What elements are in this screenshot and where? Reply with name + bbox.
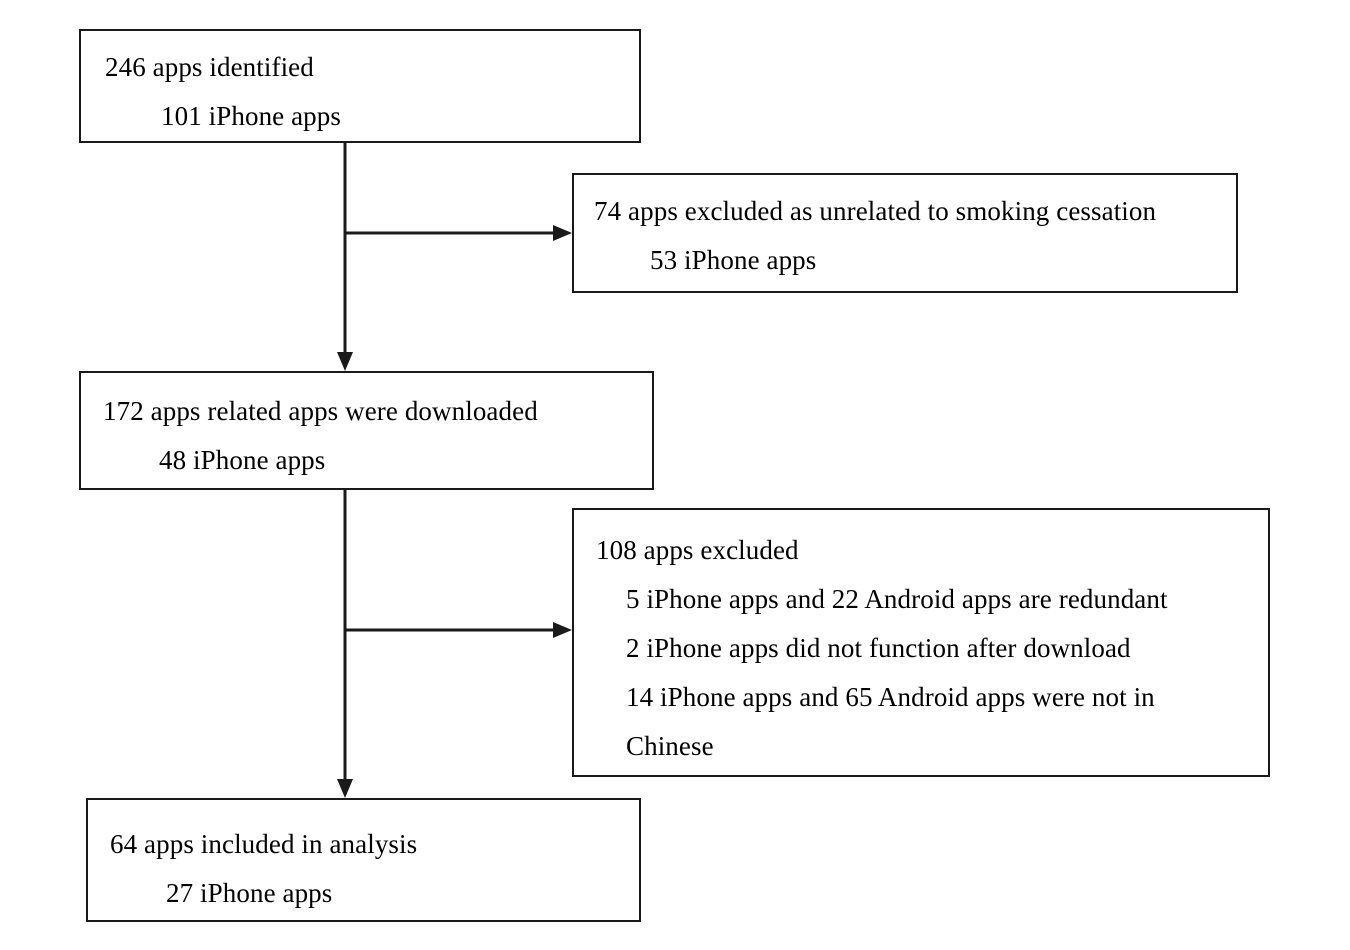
connector-identified-to-excluded-unrelated-arrowhead: [553, 225, 572, 241]
node-apps-downloaded-text: 172 apps related apps were downloaded 48…: [81, 373, 652, 488]
node-line: 14 iPhone apps and 65 Android apps were …: [626, 682, 1155, 712]
node-line: 101 iPhone apps: [161, 101, 341, 131]
connector-downloaded-to-included-arrowhead: [337, 779, 353, 798]
connector-identified-to-downloaded-arrowhead: [337, 352, 353, 371]
node-line: 64 apps included in analysis: [110, 829, 418, 859]
node-line: 172 apps related apps were downloaded: [103, 396, 538, 426]
node-apps-identified-text: 246 apps identified 101 iPhone apps: [81, 31, 639, 141]
node-line: 2 iPhone apps did not function after dow…: [626, 633, 1131, 663]
node-line: 53 iPhone apps: [650, 245, 817, 275]
node-line: 74 apps excluded as unrelated to smoking…: [594, 196, 1157, 226]
node-line: 246 apps identified: [105, 52, 314, 82]
node-line: Chinese: [626, 731, 714, 761]
node-apps-included-analysis: 64 apps included in analysis 27 iPhone a…: [86, 798, 641, 922]
node-apps-included-analysis-text: 64 apps included in analysis 27 iPhone a…: [88, 800, 639, 920]
node-apps-identified: 246 apps identified 101 iPhone apps: [79, 29, 641, 143]
node-apps-excluded-unrelated: 74 apps excluded as unrelated to smoking…: [572, 173, 1238, 293]
node-apps-excluded-other: 108 apps excluded 5 iPhone apps and 22 A…: [572, 508, 1270, 777]
node-apps-downloaded: 172 apps related apps were downloaded 48…: [79, 371, 654, 490]
node-line: 27 iPhone apps: [166, 878, 333, 908]
connector-downloaded-to-excluded-other-arrowhead: [553, 622, 572, 638]
node-apps-excluded-unrelated-text: 74 apps excluded as unrelated to smoking…: [574, 175, 1236, 291]
node-line: 48 iPhone apps: [159, 445, 326, 475]
node-apps-excluded-other-text: 108 apps excluded 5 iPhone apps and 22 A…: [574, 510, 1268, 775]
node-line: 5 iPhone apps and 22 Android apps are re…: [626, 584, 1168, 614]
node-line: 108 apps excluded: [596, 535, 799, 565]
